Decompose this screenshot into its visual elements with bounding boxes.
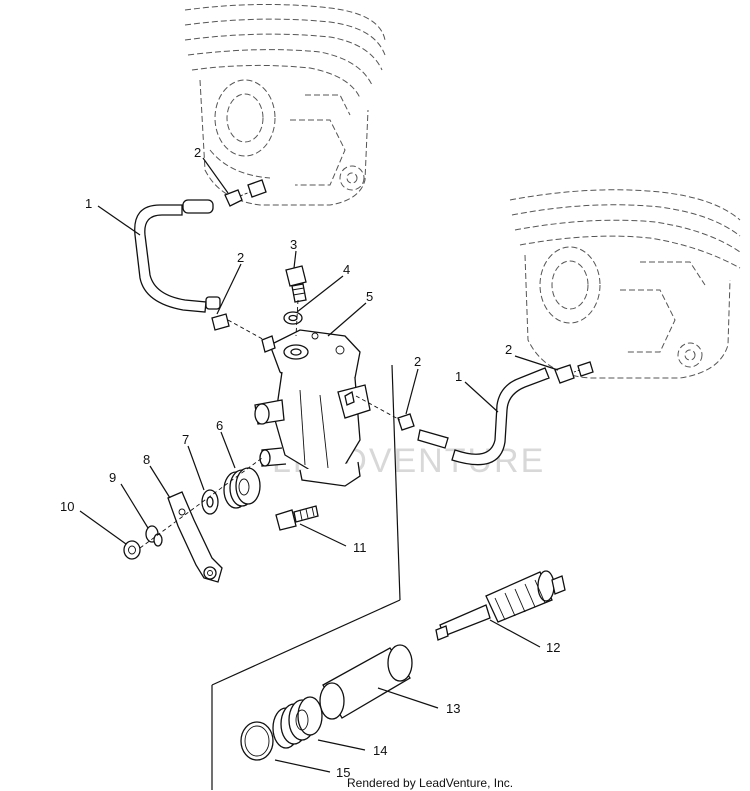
callout-5: 5 (366, 289, 373, 304)
washer-7 (201, 489, 219, 515)
pump-control-lever (167, 491, 223, 583)
callout-1-right: 1 (455, 369, 462, 384)
callout-6: 6 (216, 418, 223, 433)
o-ring (240, 721, 274, 761)
callout-9: 9 (109, 470, 116, 485)
hose-clamp-top (224, 179, 267, 207)
oil-hose-left (134, 199, 221, 313)
callout-2-center: 2 (414, 354, 421, 369)
hose-clamp-right (355, 395, 415, 431)
shaft-sleeve (319, 644, 413, 720)
oil-hose-right (417, 367, 550, 466)
callout-2-right: 2 (505, 342, 512, 357)
assembly-bracket-line-1 (391, 364, 401, 601)
callout-10: 10 (60, 499, 74, 514)
callout-14: 14 (373, 743, 387, 758)
hose-clamp-engine (554, 361, 594, 384)
callout-8: 8 (143, 452, 150, 467)
callout-2-top: 2 (194, 145, 201, 160)
oil-pump-body (254, 329, 371, 487)
return-spring (223, 467, 261, 509)
drive-gear-shaft (435, 570, 566, 641)
leader-lines (79, 157, 559, 773)
callout-11: 11 (353, 540, 367, 555)
callout-4: 4 (343, 262, 350, 277)
callout-13: 13 (446, 701, 460, 716)
render-credit: Rendered by LeadVenture, Inc. (347, 776, 513, 790)
engine-cylinder-right (509, 189, 741, 379)
coil-spring (272, 696, 323, 749)
callout-12: 12 (546, 640, 560, 655)
hose-clamp-left (211, 313, 269, 343)
callout-15: 15 (336, 765, 350, 780)
mounting-screw (275, 505, 319, 531)
banjo-bolt (285, 265, 307, 303)
callout-1-left: 1 (85, 196, 92, 211)
callout-3: 3 (290, 237, 297, 252)
nut-10 (123, 540, 141, 560)
callout-2-left: 2 (237, 250, 244, 265)
engine-cylinder-top (184, 3, 386, 206)
sealing-washer (283, 311, 303, 325)
clip-9 (145, 525, 163, 547)
callout-7: 7 (182, 432, 189, 447)
assembly-bracket-line-2 (211, 599, 401, 686)
